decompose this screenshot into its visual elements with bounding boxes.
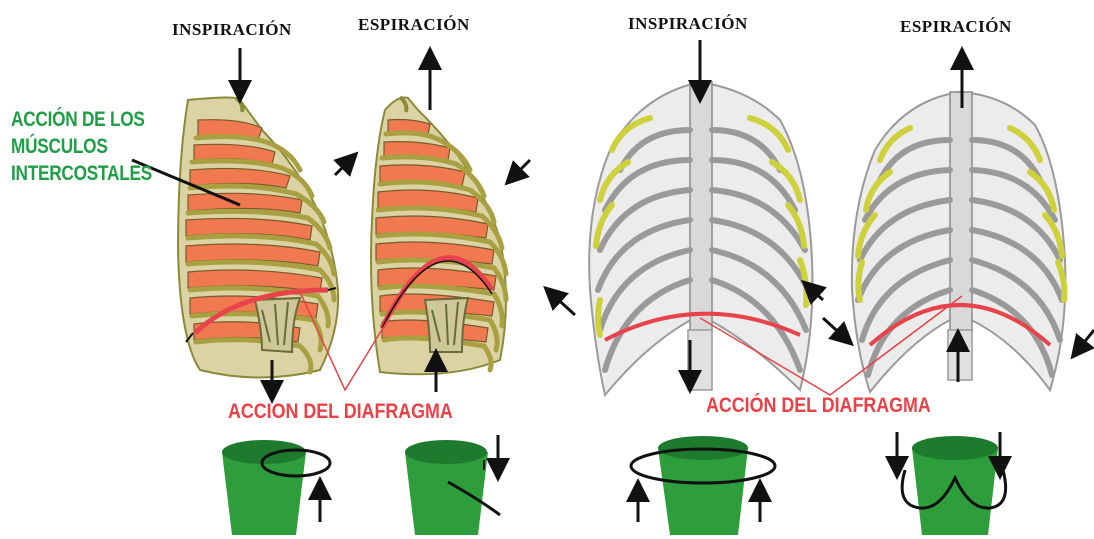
- arrow-out-ribs-left: [335, 160, 350, 175]
- arrow-in-front-far-right: [1078, 330, 1094, 350]
- bucket-2: [405, 435, 500, 535]
- label-espiracion-left: ESPIRACIÓN: [358, 15, 470, 35]
- side-ribcage-expiration: [371, 97, 506, 374]
- arrow-in-ribs-left: [513, 160, 530, 177]
- label-inspiracion-right: INSPIRACIÓN: [628, 14, 748, 34]
- label-diafragma-right: ACCIÓN DEL DIAFRAGMA: [706, 394, 931, 418]
- label-inspiracion-left: INSPIRACIÓN: [172, 20, 292, 40]
- intercostal-line-2: MÚSCULOS: [11, 133, 152, 160]
- label-espiracion-right: ESPIRACIÓN: [900, 17, 1012, 37]
- intercostal-line-1: ACCIÓN DE LOS: [11, 106, 152, 133]
- front-ribcage-inspiration: [589, 82, 812, 395]
- intercostal-line-3: INTERCOSTALES: [11, 160, 152, 187]
- bucket-3: [631, 436, 775, 535]
- side-ribcage-inspiration: [178, 98, 338, 378]
- label-intercostales: ACCIÓN DE LOS MÚSCULOS INTERCOSTALES: [11, 106, 152, 187]
- arrow-out-front-left: [552, 294, 575, 315]
- label-diafragma-left: ACCION DEL DIAFRAGMA: [228, 400, 453, 424]
- bucket-4: [897, 432, 1006, 535]
- bucket-1: [222, 440, 330, 535]
- arrow-in-front-right: [823, 318, 845, 338]
